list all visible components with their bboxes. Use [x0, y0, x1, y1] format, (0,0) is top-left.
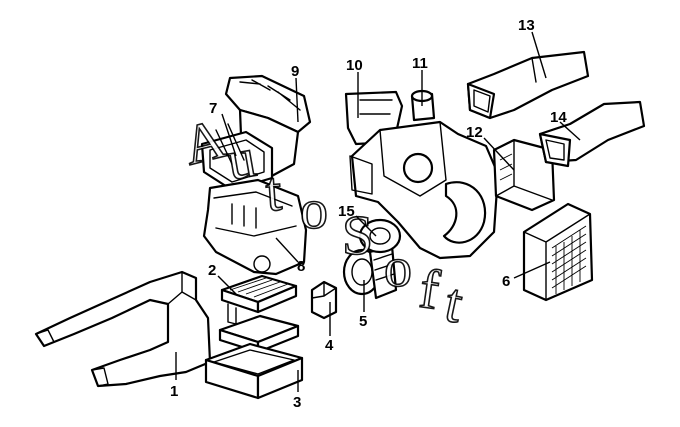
part-6-cabin-filter — [522, 202, 594, 302]
leader-2 — [217, 275, 237, 295]
callout-labels: 1 2 3 4 5 6 7 8 9 10 11 12 13 14 15 — [170, 17, 567, 411]
leader-14 — [559, 121, 581, 141]
part-11-sensor — [410, 89, 436, 122]
callout-3: 3 — [293, 394, 301, 411]
leader-6 — [513, 261, 551, 279]
callout-9: 9 — [291, 63, 299, 80]
callout-1: 1 — [170, 383, 178, 400]
part-14-vent-duct — [538, 100, 646, 168]
leader-15 — [355, 215, 377, 237]
watermark-letter: t — [264, 161, 284, 224]
callout-5: 5 — [359, 313, 367, 330]
part-13-vent-duct — [466, 50, 590, 120]
leader-7 — [221, 113, 237, 157]
part-12-duct-box — [492, 138, 556, 212]
watermark-letter: f — [416, 258, 443, 322]
watermark-letter: o — [384, 237, 412, 299]
main-heater-housing — [349, 120, 500, 260]
callout-6: 6 — [502, 273, 510, 290]
callout-14: 14 — [550, 109, 567, 126]
callout-13: 13 — [518, 17, 535, 34]
leader-12 — [483, 137, 515, 171]
watermark-letter: S — [342, 205, 373, 267]
callout-4: 4 — [325, 337, 334, 354]
leader-lines — [175, 31, 581, 392]
part-2-filter — [220, 274, 298, 325]
leader-13 — [531, 31, 547, 79]
callout-2: 2 — [208, 262, 216, 279]
callout-10: 10 — [346, 57, 363, 74]
part-1-floor-duct — [34, 270, 212, 388]
part-7-door-frame — [200, 123, 274, 192]
leader-9 — [295, 77, 299, 123]
callout-15: 15 — [338, 203, 355, 220]
callout-12: 12 — [466, 124, 483, 141]
part-15-blower-wheel — [358, 218, 402, 254]
part-4-actuator — [310, 280, 338, 320]
leader-8 — [275, 237, 299, 263]
callout-8: 8 — [297, 258, 305, 275]
callout-7: 7 — [209, 100, 217, 117]
callout-11: 11 — [412, 55, 428, 72]
part-8-evaporator-case — [202, 178, 308, 276]
watermark-letter: t — [440, 272, 469, 336]
part-5-blower-motor — [342, 244, 398, 300]
part-3-lower-case — [204, 342, 304, 400]
watermark-letter: o — [300, 179, 328, 241]
